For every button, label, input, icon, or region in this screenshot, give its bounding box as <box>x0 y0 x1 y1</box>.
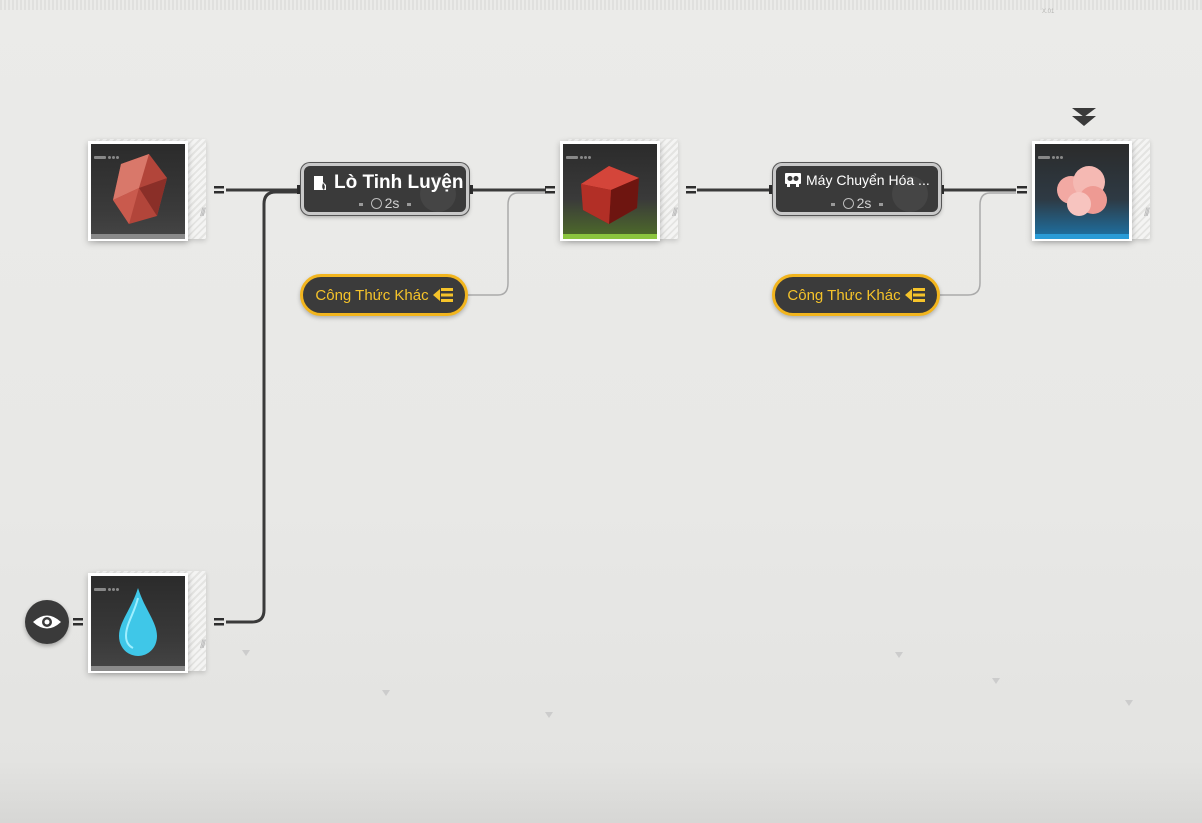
hatch-mark: /// <box>199 637 206 651</box>
item-card-face <box>88 573 188 673</box>
other-recipes-button[interactable]: Công Thức Khác <box>300 274 468 316</box>
clock-icon <box>842 198 854 209</box>
floor-speck <box>382 690 390 696</box>
item-card-face <box>88 141 188 241</box>
list-icon <box>904 287 925 303</box>
rarity-bar <box>1035 234 1129 239</box>
rarity-bar <box>91 666 185 671</box>
item-slot-target-product[interactable]: /// <box>1032 139 1150 241</box>
machine-bg-ornament <box>892 176 928 212</box>
visibility-toggle-button[interactable] <box>25 600 69 644</box>
machine-node-converter[interactable]: Máy Chuyển Hóa ... 2s <box>773 163 941 215</box>
machine-title-row: Lò Tinh Luyện <box>312 172 463 194</box>
pink-powder-icon <box>1057 166 1107 216</box>
card-dots <box>94 146 124 159</box>
ore-image <box>91 144 185 236</box>
eye-icon <box>33 615 61 629</box>
floor-speck <box>242 650 250 656</box>
water-drop-icon <box>119 588 157 656</box>
item-card-face <box>560 141 660 241</box>
machine-title-row: Máy Chuyển Hóa ... <box>784 172 930 188</box>
item-slot-crystal[interactable]: /// <box>560 139 678 241</box>
crystal-image <box>563 144 657 236</box>
red-crystal-icon <box>581 166 639 224</box>
furnace-icon <box>314 176 326 190</box>
card-dots <box>1038 146 1068 159</box>
hatch-mark: /// <box>671 205 678 219</box>
item-card-face <box>1032 141 1132 241</box>
machine-bg-ornament <box>420 176 456 212</box>
list-icon <box>432 287 453 303</box>
rarity-bar <box>91 234 185 239</box>
hatch-mark: /// <box>1143 205 1150 219</box>
machine-time: 2s <box>384 195 400 211</box>
machine-time: 2s <box>856 195 872 211</box>
powder-image <box>1035 144 1129 236</box>
card-dots <box>94 578 124 591</box>
target-marker-icon <box>1072 108 1096 126</box>
machine-node-refinery[interactable]: Lò Tinh Luyện 2s <box>301 163 469 215</box>
item-slot-ore[interactable]: /// <box>88 139 206 241</box>
other-recipes-label: Công Thức Khác <box>787 286 901 304</box>
hatch-mark: /// <box>199 205 206 219</box>
floor-speck <box>992 678 1000 684</box>
machine-title: Lò Tinh Luyện <box>334 172 464 193</box>
machine-time-row: 2s <box>776 195 938 211</box>
rarity-bar <box>563 234 657 239</box>
floor-speck <box>1125 700 1133 706</box>
machine-time-row: 2s <box>304 195 466 211</box>
floor-shadow <box>0 760 1202 823</box>
floor-speck <box>545 712 553 718</box>
item-slot-water[interactable]: /// <box>88 571 206 673</box>
floor-speck <box>895 652 903 658</box>
red-ore-icon <box>113 154 167 224</box>
machine-title: Máy Chuyển Hóa ... <box>806 172 930 188</box>
top-texture-strip <box>0 0 1202 10</box>
converter-icon <box>785 173 801 187</box>
other-recipes-label: Công Thức Khác <box>315 286 429 304</box>
other-recipes-button[interactable]: Công Thức Khác <box>772 274 940 316</box>
clock-icon <box>370 198 382 209</box>
corner-code: X.01 <box>1042 9 1055 15</box>
water-image <box>91 576 185 668</box>
card-dots <box>566 146 596 159</box>
